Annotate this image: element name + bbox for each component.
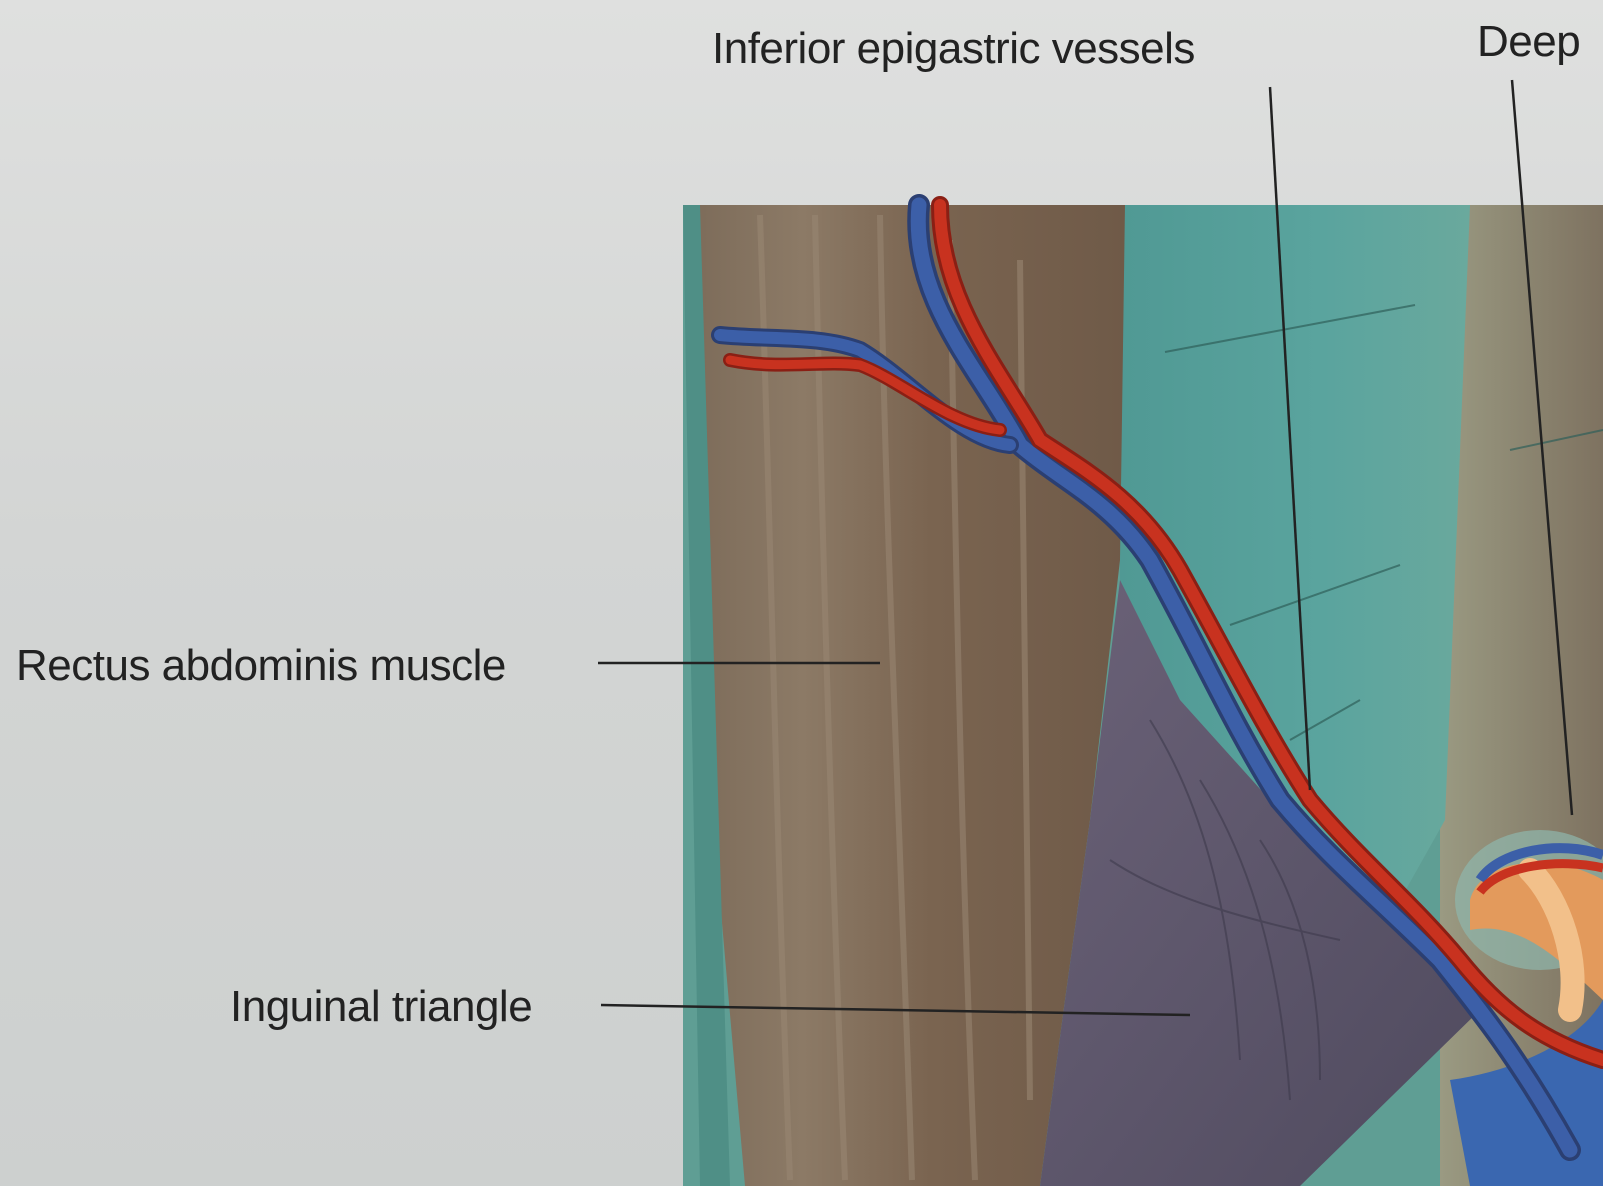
label-inguinal-triangle: Inguinal triangle [230,985,532,1029]
label-inferior-epigastric-vessels: Inferior epigastric vessels [712,27,1195,71]
label-deep: Deep [1477,20,1580,64]
label-rectus-abdominis-muscle: Rectus abdominis muscle [16,644,506,688]
